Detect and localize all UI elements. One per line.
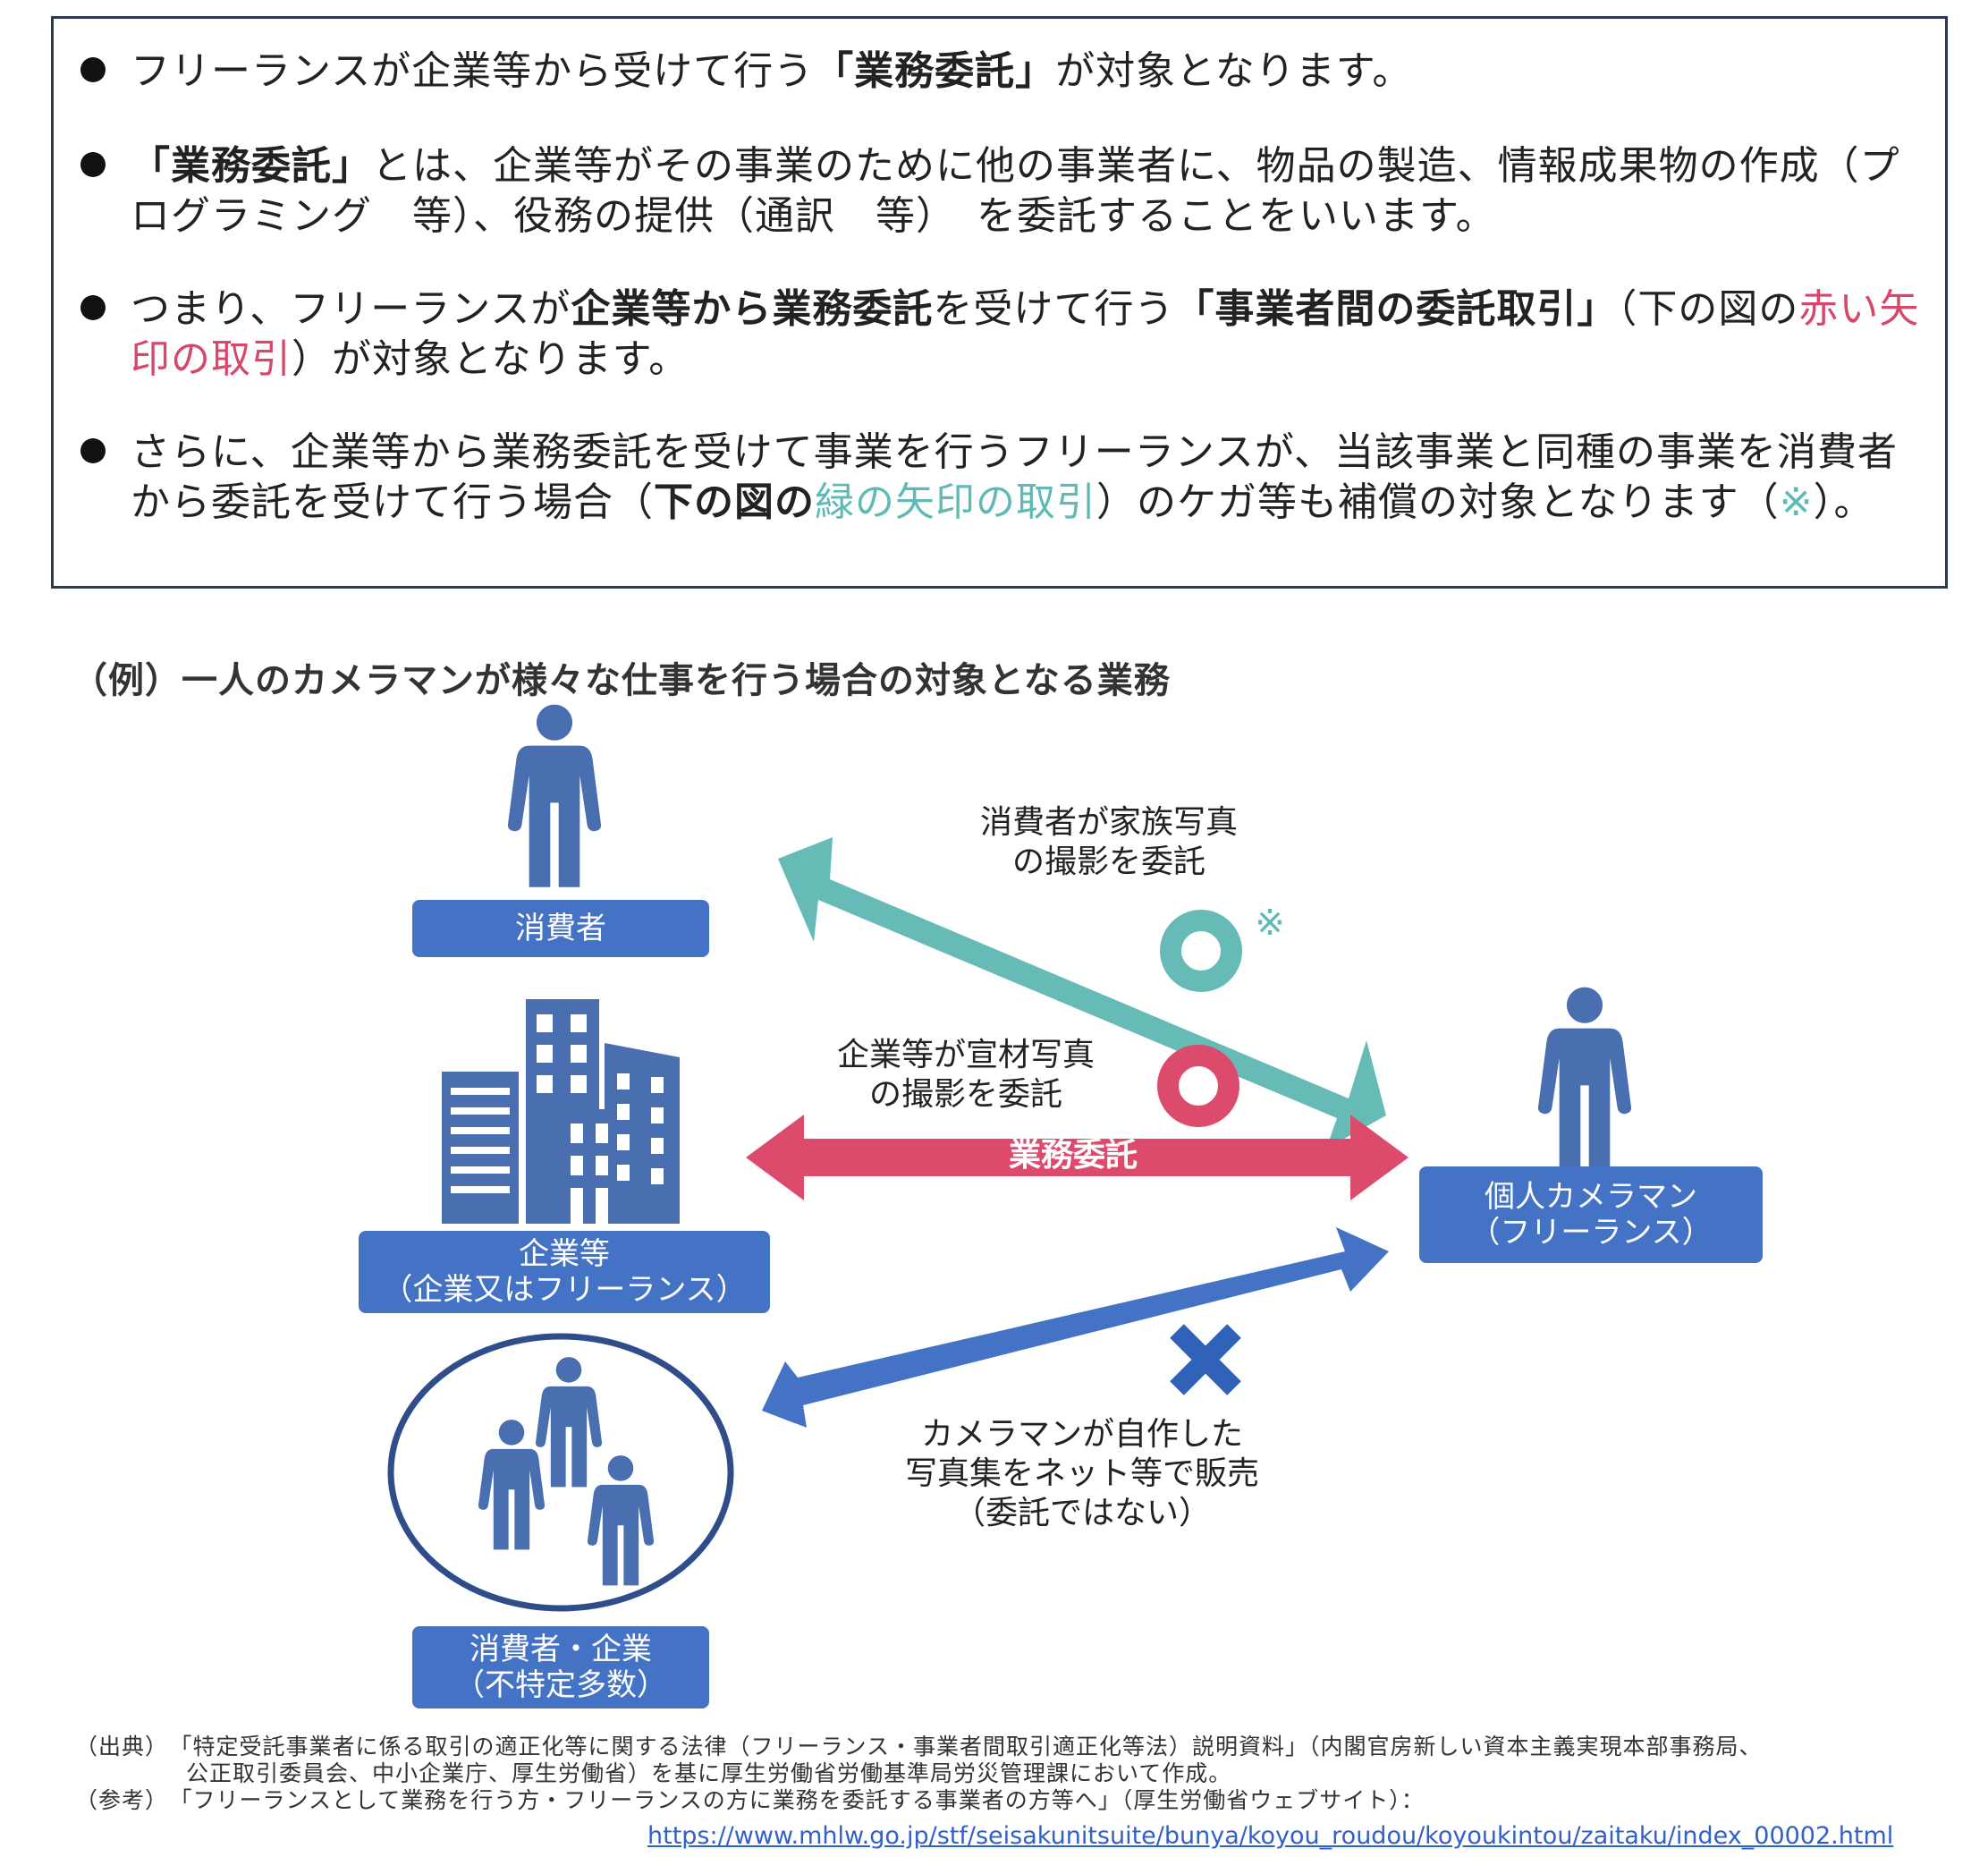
red-arrow-caption-line2: の撮影を委託 [868, 1076, 1062, 1113]
source-footnote-line2: 公正取引委員会、中小企業庁、厚生労働省）を基に厚生労働省労働基準局労災管理課にお… [186, 1760, 1232, 1786]
bullet-text-part: ）のケガ等も補償の対象となります（ [1096, 479, 1780, 525]
bullet-text-part: さらに、企業等から業務委託を受けて事業を行うフリーランスが、当該事業と同種の事業… [131, 429, 1899, 525]
source-footnote-line1: （出典） 「特定受託事業者に係る取引の適正化等に関する法律（フリーランス・事業者間… [75, 1734, 1971, 1760]
bullet-text-part: 「業務委託」 [131, 143, 372, 189]
blue-arrow [762, 1227, 1389, 1428]
public-label: 消費者・企業 （不特定多数） [412, 1626, 709, 1709]
cross-mark [1170, 1324, 1241, 1395]
bullet-text-part: ）が対象となります。 [292, 336, 689, 382]
bullet-item: さらに、企業等から業務委託を受けて事業を行うフリーランスが、当該事業と同種の事業… [80, 428, 1923, 578]
company-label: 企業等 （企業又はフリーランス） [359, 1231, 770, 1313]
bullet-text-part: 下の図の [654, 479, 815, 525]
bullet-text-part: とは、企業等がその事業のために他の事業者に、物品の製造、情報成果物の作成（プログ… [131, 143, 1900, 239]
bullet-text: さらに、企業等から業務委託を受けて事業を行うフリーランスが、当該事業と同種の事業… [131, 428, 1923, 528]
teal-note-mark: ※ [1255, 903, 1285, 944]
bullet-dot [80, 295, 106, 320]
consumer-label-text: 消費者 [515, 911, 606, 946]
teal-arrow-caption-line1: 消費者が家族写真 [979, 804, 1238, 841]
bullet-text-part: つまり、フリーランスが [131, 286, 571, 332]
bullet-text-part: フリーランスが企業等から受けて行う [131, 48, 815, 94]
consumer-label: 消費者 [412, 900, 709, 957]
bullet-text-part: 「事業者間の委託取引」 [1174, 286, 1618, 332]
bullet-dot [80, 152, 106, 177]
example-heading: （例）一人のカメラマンが様々な仕事を行う場合の対象となる業務 [72, 660, 1171, 701]
bullet-text-part: （下の図の [1617, 286, 1799, 332]
reference-url-link[interactable]: https://www.mhlw.go.jp/stf/seisakunitsui… [647, 1822, 1894, 1850]
company-label-line1: 企業等 [519, 1236, 610, 1272]
bullet-dot [80, 438, 106, 463]
public-ellipse [387, 1333, 734, 1612]
cameraman-person-icon [1537, 987, 1632, 1170]
bullet-text-part: ※ [1779, 479, 1814, 525]
bullet-text-part: が対象となります。 [1055, 48, 1413, 94]
blue-arrow-caption-line2: 写真集をネット等で販売 [904, 1455, 1259, 1492]
teal-circle-mark [1160, 910, 1242, 992]
public-label-line2: （不特定多数） [454, 1667, 667, 1703]
cameraman-label: 個人カメラマン （フリーランス） [1419, 1166, 1763, 1263]
source-text: 「特定受託事業者に係る取引の適正化等に関する法律（フリーランス・事業者間取引適正… [181, 1734, 1763, 1759]
reference-text: 「フリーランスとして業務を行う方・フリーランスの方に業務を委託する事業者の方等へ… [181, 1787, 1425, 1813]
reference-tag: （参考） [75, 1787, 169, 1813]
red-arrow-label: 業務委託 [1008, 1137, 1138, 1174]
building-icon [442, 999, 680, 1224]
public-person-icon [535, 1357, 603, 1488]
bullet-text-part: 「業務委託」 [814, 48, 1056, 94]
blue-arrow-caption: カメラマンが自作した 写真集をネット等で販売 （委託ではない） [859, 1415, 1306, 1533]
cameraman-label-line1: 個人カメラマン [1485, 1179, 1697, 1215]
source-tag: （出典） [75, 1734, 169, 1759]
company-label-line2: （企業又はフリーランス） [382, 1272, 747, 1308]
building-windows [451, 1014, 664, 1224]
bullet-item: つまり、フリーランスが企業等から業務委託を受けて行う「事業者間の委託取引」（下の… [80, 284, 1923, 385]
red-arrow-caption-line1: 企業等が宣材写真 [836, 1037, 1095, 1073]
bullet-item: 「業務委託」とは、企業等がその事業のために他の事業者に、物品の製造、情報成果物の… [80, 141, 1923, 242]
cameraman-label-line2: （フリーランス） [1469, 1215, 1713, 1251]
bullet-text-part: 企業等から業務委託 [571, 286, 934, 332]
consumer-person-icon [507, 704, 602, 887]
bullet-text-part: 赤い矢印の取引 [131, 286, 1920, 382]
bullet-text: フリーランスが企業等から受けて行う「業務委託」が対象となります。 [131, 47, 1923, 97]
bullet-text-part: ）。 [1813, 479, 1874, 525]
public-person-icon [478, 1420, 546, 1550]
teal-arrow-caption: 消費者が家族写真 の撮影を委託 [930, 803, 1288, 882]
bullet-text-part: 緑の矢印の取引 [815, 479, 1096, 525]
red-arrow-caption: 企業等が宣材写真 の撮影を委託 [787, 1036, 1145, 1115]
blue-arrow-caption-line3: （委託ではない） [952, 1495, 1211, 1531]
bullet-text-part: を受けて行う [933, 286, 1175, 332]
bullet-item: フリーランスが企業等から受けて行う「業務委託」が対象となります。 [80, 47, 1923, 97]
public-label-line1: 消費者・企業 [470, 1632, 652, 1667]
source-footnote: （出典） 「特定受託事業者に係る取引の適正化等に関する法律（フリーランス・事業者間… [75, 1734, 1971, 1787]
bullet-dot [80, 57, 106, 82]
public-person-icon [587, 1455, 655, 1586]
bullet-text: 「業務委託」とは、企業等がその事業のために他の事業者に、物品の製造、情報成果物の… [131, 141, 1923, 242]
red-circle-mark [1157, 1045, 1239, 1127]
explanation-box [51, 16, 1948, 589]
teal-arrow-caption-line2: の撮影を委託 [1011, 844, 1205, 880]
reference-footnote: （参考） 「フリーランスとして業務を行う方・フリーランスの方に業務を委託する事業者… [75, 1787, 1971, 1814]
blue-arrow-caption-line1: カメラマンが自作した [920, 1416, 1243, 1453]
bullet-text: つまり、フリーランスが企業等から業務委託を受けて行う「事業者間の委託取引」（下の… [131, 284, 1923, 385]
